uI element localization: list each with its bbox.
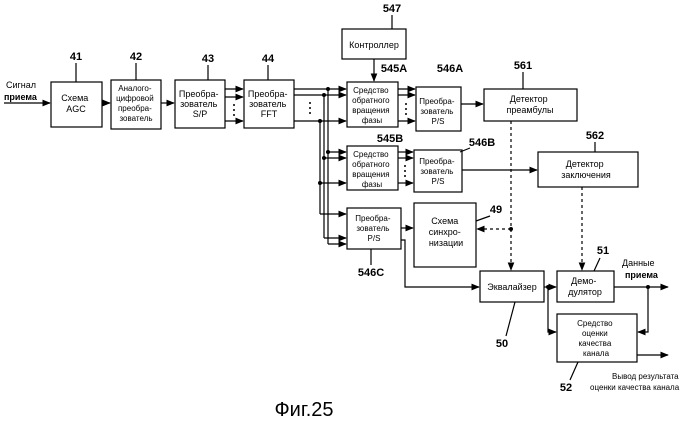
output-data-label-line2: приема <box>625 270 659 280</box>
ps-a-ref: 546A <box>437 63 463 75</box>
agc-ref: 41 <box>70 51 82 63</box>
input-label-line1: Сигнал <box>6 80 36 90</box>
channel-quality-ref: 52 <box>560 382 572 394</box>
ps-c-ref: 546C <box>358 267 384 279</box>
equalizer-label: Эквалайзер <box>487 282 536 292</box>
ps-b-ref: 546B <box>469 137 495 149</box>
controller-label: Контроллер <box>349 40 399 50</box>
rot-a-ps-a-bus <box>398 89 415 121</box>
demodulator-ref: 51 <box>597 245 609 257</box>
sp-fft-bus <box>225 89 243 121</box>
sync-leader <box>476 216 490 221</box>
wire-equalizer-quality <box>548 287 556 332</box>
sync-ref: 49 <box>490 204 502 216</box>
demodulator-label: Демо- дулятор <box>568 276 602 297</box>
rot-b-ref: 545B <box>377 133 403 145</box>
conclusion-detector-ref: 562 <box>586 130 604 142</box>
rot-a-ref: 545A <box>381 63 407 75</box>
preamble-detector-ref: 561 <box>514 60 532 72</box>
rot-b-ps-b-bus <box>398 152 413 183</box>
figure-caption: Фиг.25 <box>274 399 333 421</box>
output-data-label-line1: Данные <box>622 258 655 268</box>
controller-ref: 547 <box>383 3 401 15</box>
output-quality-label-line2: оценки качества канала <box>590 383 680 392</box>
sync-label: Схема синхро- низации <box>429 216 464 248</box>
fft-output-bus <box>294 87 346 244</box>
sp-ref: 43 <box>202 53 214 65</box>
input-label-line2: приема <box>4 92 38 102</box>
equalizer-ref: 50 <box>496 338 508 350</box>
adc-label: Аналого- цифровой преобра- зователь <box>116 84 156 123</box>
output-quality-label-line1: Вывод результата <box>612 372 679 381</box>
adc-ref: 42 <box>130 51 142 63</box>
wire-demod-quality <box>638 287 648 332</box>
equalizer-leader <box>506 302 515 336</box>
fft-ref: 44 <box>262 53 275 65</box>
demod-leader <box>594 258 600 271</box>
preamble-detector-label: Детектор преамбулы <box>507 94 554 115</box>
conclusion-detector-label: Детектор заключения <box>561 159 611 180</box>
quality-leader <box>570 362 578 380</box>
